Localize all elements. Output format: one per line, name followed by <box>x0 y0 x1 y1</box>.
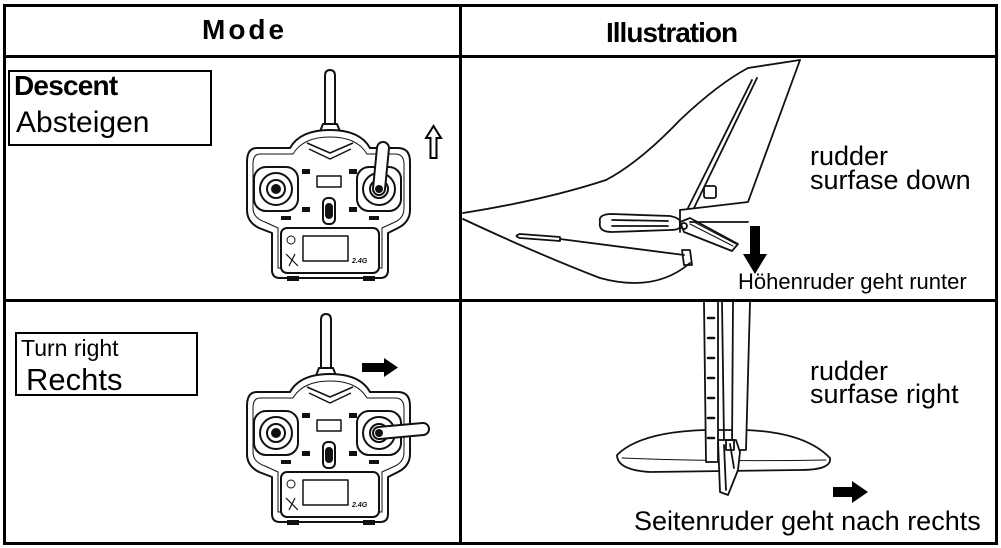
controller-screen <box>302 479 349 506</box>
transmitter-controller: 2.4G <box>246 69 411 281</box>
horizontal-stabilizer <box>598 213 681 233</box>
caption-line-1: rudder <box>810 141 889 171</box>
pushrod <box>515 233 561 242</box>
fuselage-top <box>462 179 607 214</box>
caption-line-1: rudder <box>810 356 889 386</box>
up-arrow-icon <box>424 124 443 159</box>
mode-label-box <box>8 70 212 146</box>
row-divider <box>3 299 998 302</box>
rudder-deflected-right <box>717 439 741 496</box>
caption-german: Seitenruder geht nach rechts <box>634 506 981 536</box>
elevator-deflected-down <box>679 217 739 252</box>
frequency-badge: 2.4G <box>351 502 368 509</box>
left-gimbal <box>253 410 299 456</box>
antenna <box>320 313 332 373</box>
header-divider <box>3 55 998 58</box>
mode-label-box <box>15 332 198 396</box>
down-arrow-icon <box>743 226 767 274</box>
mode-title: Turn right <box>21 335 119 361</box>
fin-top <box>747 59 801 69</box>
left-gimbal <box>253 166 299 212</box>
caption-german: Höhenruder geht runter <box>738 269 967 294</box>
controller-display <box>316 419 342 432</box>
controller-screen <box>302 235 349 262</box>
fin-leading-edge <box>605 67 749 181</box>
mode-subtitle: Rechts <box>26 362 123 397</box>
controller-display <box>316 175 342 188</box>
right-arrow-icon <box>362 358 398 377</box>
right-stick-right <box>372 422 430 440</box>
header-illustration: Illustration <box>606 17 738 48</box>
right-arrow-icon <box>833 481 868 503</box>
tail-rear-view-illustration <box>616 301 868 503</box>
transmitter-controller: 2.4G <box>246 313 430 525</box>
fuselage-bottom <box>462 218 691 284</box>
mode-title: Descent <box>14 70 118 101</box>
vertical-fin <box>703 301 719 463</box>
right-stick-up <box>372 141 390 196</box>
column-divider <box>459 4 462 545</box>
tail-side-view-illustration <box>462 59 801 284</box>
antenna <box>324 69 336 129</box>
frequency-badge: 2.4G <box>351 258 368 265</box>
mode-subtitle: Absteigen <box>16 106 150 139</box>
header-mode: Mode <box>202 14 288 45</box>
fin-trailing-edge <box>679 59 801 211</box>
caption-line-2: surfase down <box>810 165 971 195</box>
table-border <box>3 4 998 545</box>
caption-line-2: surfase right <box>810 379 959 409</box>
